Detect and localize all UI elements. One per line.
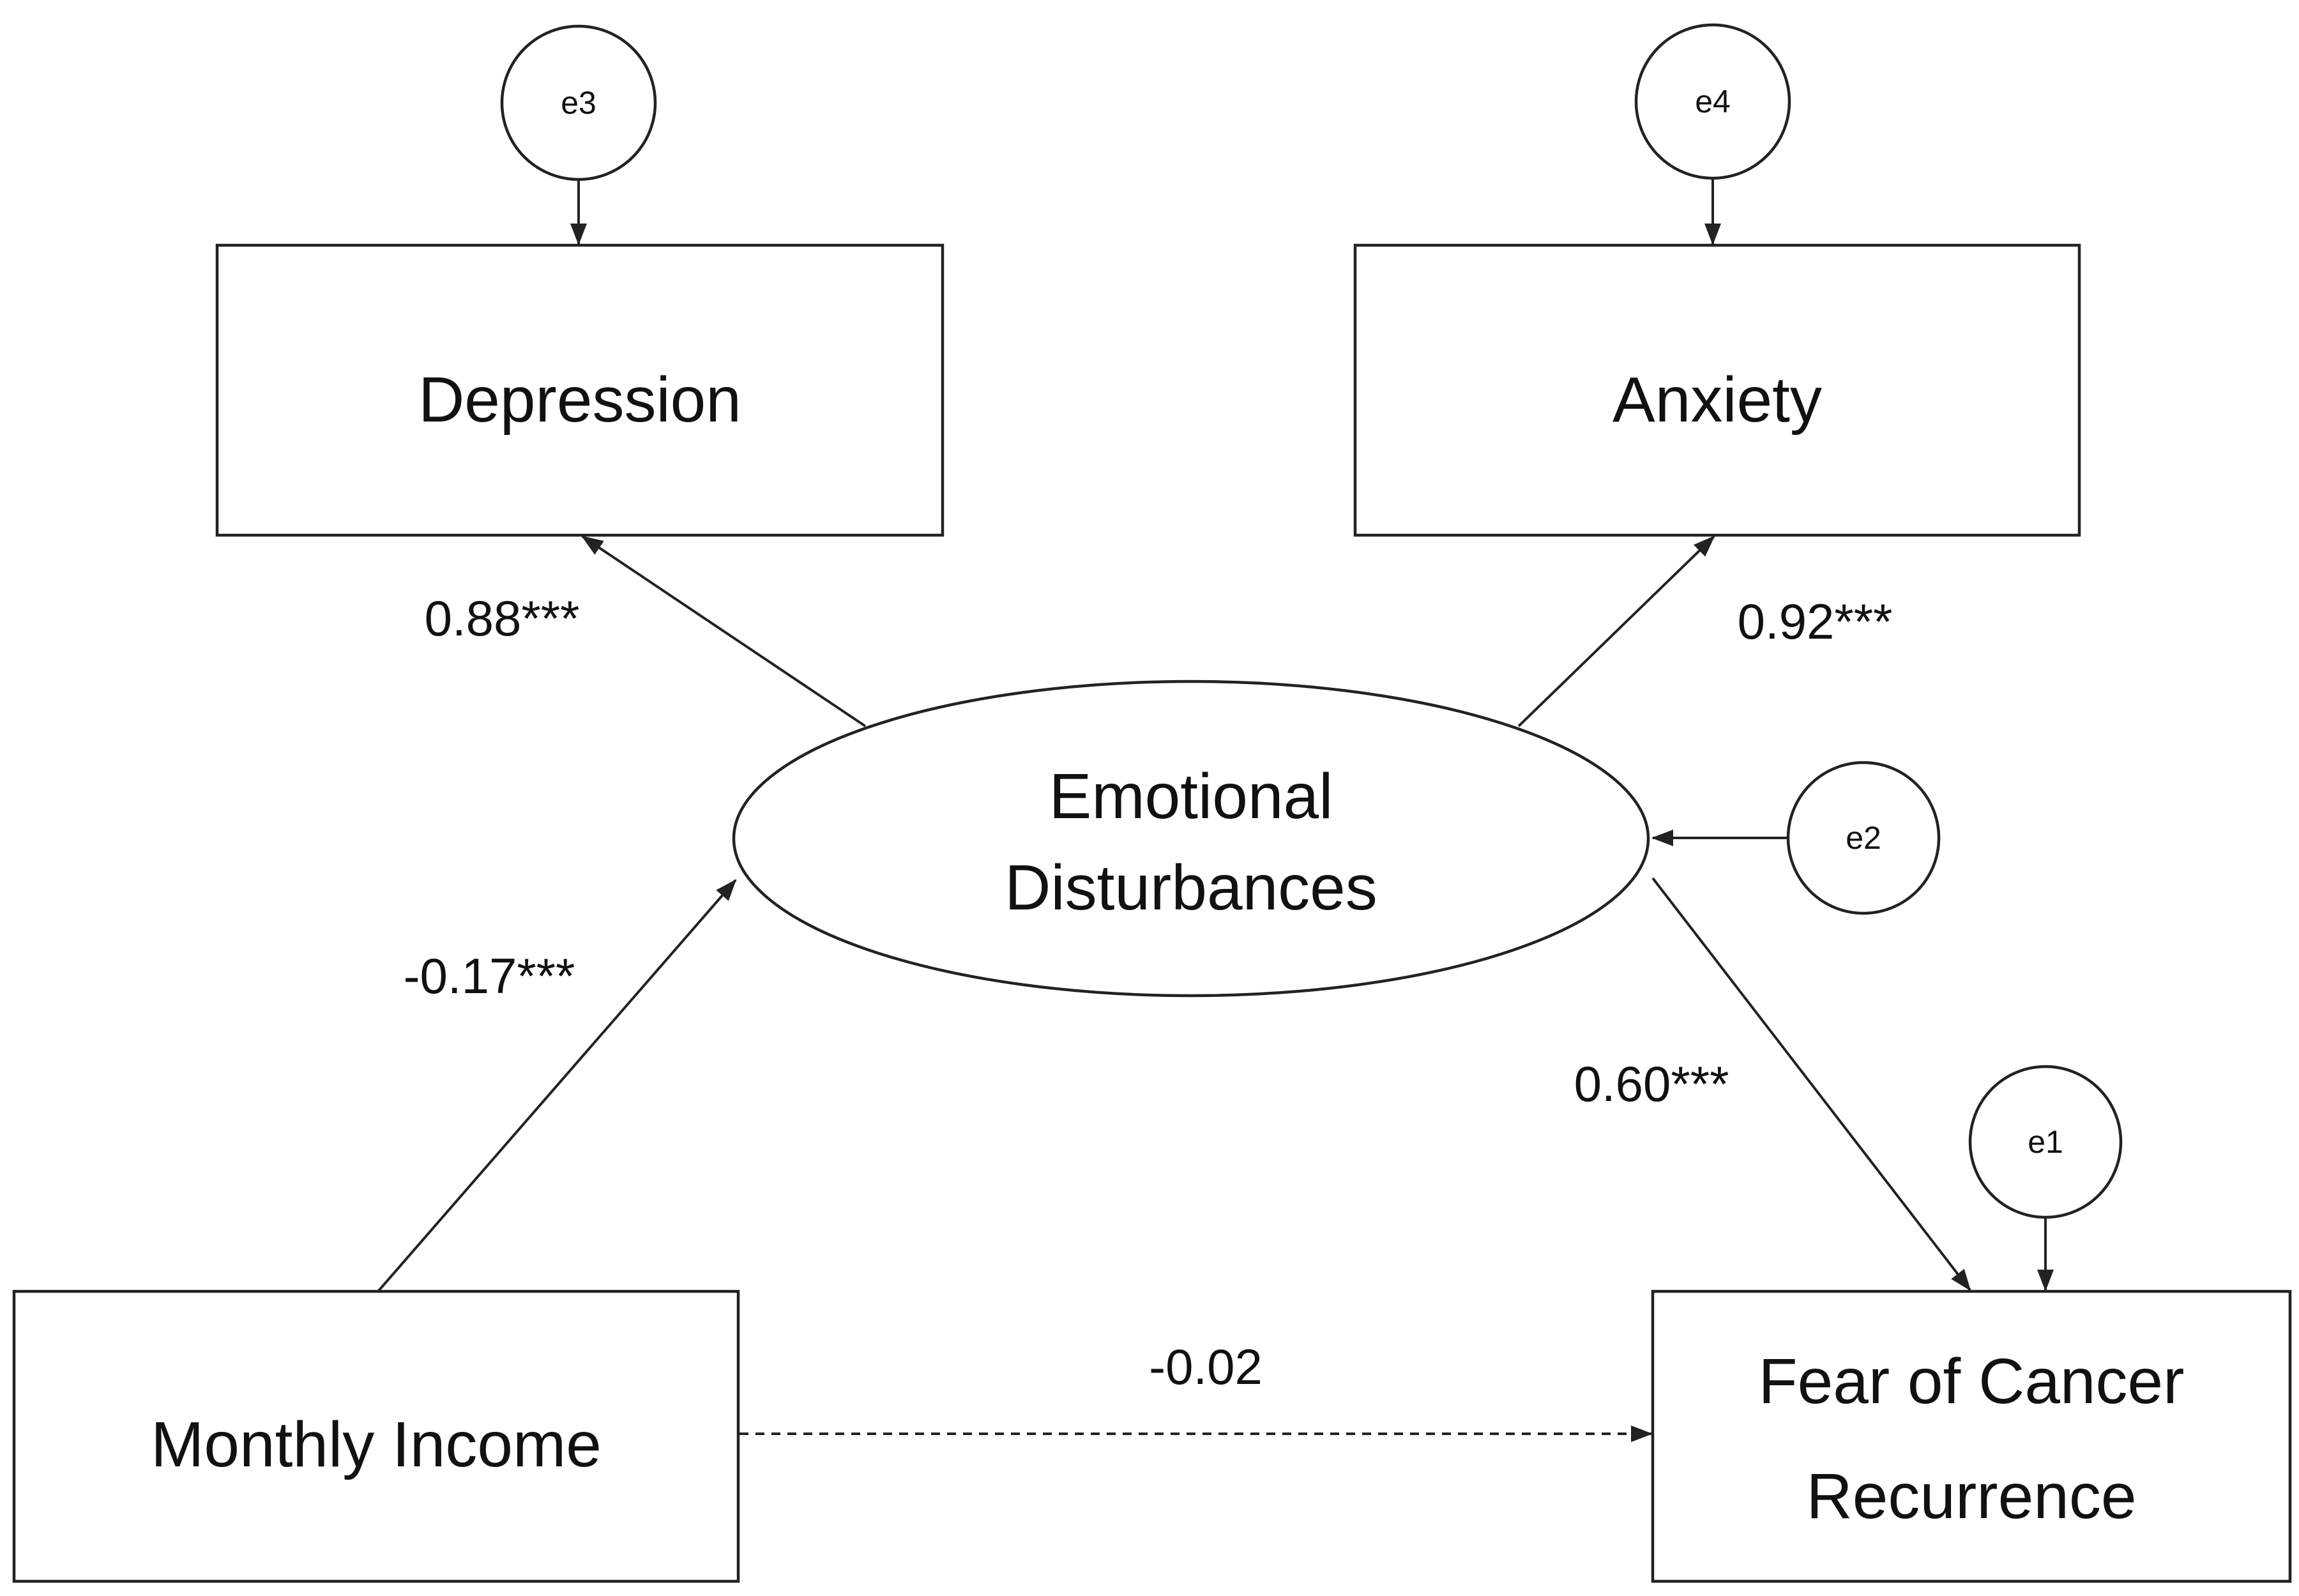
emotional-label-line2: Disturbances [1005,852,1377,923]
anxiety-label: Anxiety [1612,364,1822,436]
error-term-e2: e2 [1786,761,1941,915]
coef-emotional-fcr: 0.60*** [1574,1056,1729,1112]
coef-emotional-anxiety: 0.92*** [1738,593,1893,650]
fcr-label-line2: Recurrence [1807,1461,2137,1532]
depression-label: Depression [418,364,741,436]
error-label-e2: e2 [1846,820,1881,856]
fcr-label-line1: Fear of Cancer [1759,1346,2185,1417]
error-label-e3: e3 [561,85,596,121]
node-emotional-disturbances: Emotional Disturbances [732,680,1650,998]
node-fear-of-cancer-recurrence: Fear of Cancer Recurrence [1651,1289,2292,1583]
node-depression: Depression [215,243,945,537]
error-term-e1: e1 [1968,1065,2123,1219]
coef-emotional-depression: 0.88*** [425,590,580,646]
error-term-e4: e4 [1634,23,1791,180]
path-emotional-to-anxiety [1517,535,1715,727]
path-emotional-to-fcr [1651,877,1971,1291]
coef-income-fcr: -0.02 [1149,1339,1263,1395]
emotional-label-line1: Emotional [1049,761,1333,832]
node-anxiety: Anxiety [1353,243,2081,537]
path-income-to-emotional [377,879,737,1293]
coef-income-emotional: -0.17*** [404,948,575,1004]
error-term-e3: e3 [500,24,657,181]
monthly-income-label: Monthly Income [151,1409,602,1480]
error-label-e1: e1 [2028,1124,2063,1160]
path-emotional-to-depression [581,535,867,727]
error-label-e4: e4 [1695,84,1731,119]
node-monthly-income: Monthly Income [12,1289,740,1583]
